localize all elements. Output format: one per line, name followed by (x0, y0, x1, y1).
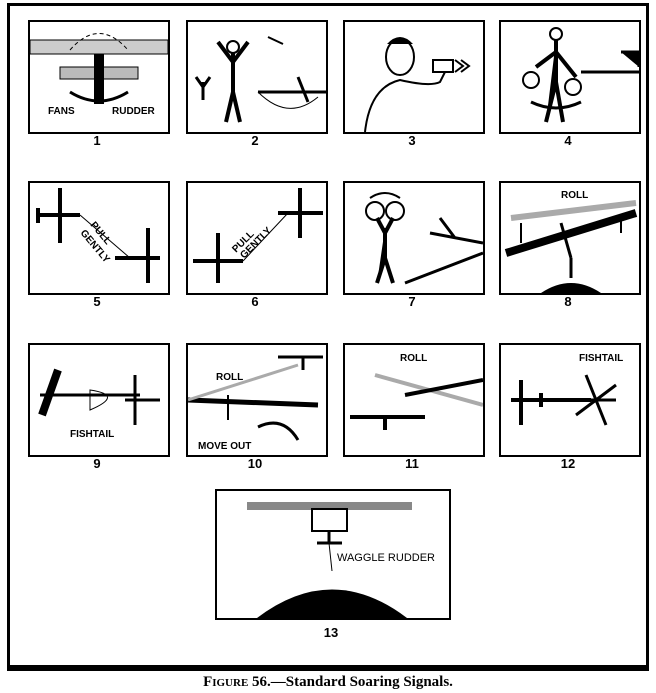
svg-text:FISHTAIL: FISHTAIL (579, 353, 623, 364)
person-rolling-signal (522, 27, 639, 123)
panel-9: FISHTAIL (28, 343, 170, 457)
panel-number: 11 (405, 456, 419, 471)
panel-5: PULL GENTLY (28, 181, 170, 295)
panel-number: 5 (93, 294, 101, 309)
panel-number: 3 (408, 133, 416, 148)
caption-title: —Standard Soaring Signals. (270, 674, 453, 690)
svg-text:FISHTAIL: FISHTAIL (70, 429, 114, 440)
roll-move-out-illustration: ROLL MOVE OUT (188, 355, 323, 452)
panel-number: 7 (408, 294, 416, 309)
signalman-arms-raised (194, 36, 326, 123)
panel-2 (186, 20, 328, 134)
panel-number: 8 (564, 294, 572, 309)
panel-8: ROLL (499, 181, 641, 295)
panel-number: 4 (564, 133, 572, 148)
panel-12: FISHTAIL (499, 343, 641, 457)
panel-6: PULL GENTLY (186, 181, 328, 295)
panel-1: FANS RUDDER (28, 20, 170, 134)
glider-roll-illustration: ROLL (504, 190, 638, 293)
fans-rudder-illustration: FANS RUDDER (30, 33, 168, 117)
svg-text:MOVE OUT: MOVE OUT (198, 441, 251, 452)
panel-number: 12 (560, 456, 576, 471)
svg-text:WAGGLE RUDDER: WAGGLE RUDDER (337, 552, 435, 564)
roll-illustration: ROLL (350, 353, 483, 430)
svg-text:RUDDER: RUDDER (112, 106, 156, 117)
panel-7 (343, 181, 485, 295)
person-circle-signal (365, 192, 483, 285)
pull-gently-illustration: PULL GENTLY (36, 188, 160, 283)
panel-11: ROLL (343, 343, 485, 457)
caption-prefix: Figure (203, 674, 249, 690)
fishtail-illustration: FISHTAIL (511, 353, 623, 426)
panel-10: ROLL MOVE OUT (186, 343, 328, 457)
panel-3 (343, 20, 485, 134)
panel-number: 2 (251, 133, 259, 148)
panel-13: WAGGLE RUDDER (215, 489, 451, 620)
panel-number: 13 (323, 625, 339, 640)
panel-number: 1 (93, 133, 101, 148)
panel-number: 9 (93, 456, 101, 471)
figure-caption: Figure 56.—Standard Soaring Signals. (0, 674, 656, 691)
svg-text:ROLL: ROLL (216, 372, 243, 383)
svg-text:ROLL: ROLL (400, 353, 427, 364)
waggle-rudder-illustration: WAGGLE RUDDER (247, 502, 435, 618)
svg-text:FANS: FANS (48, 106, 75, 117)
svg-text:ROLL: ROLL (561, 190, 588, 201)
figure-frame (7, 3, 649, 671)
pull-gently-illustration: PULL GENTLY (193, 188, 323, 283)
caption-number: 56. (252, 674, 271, 690)
person-thumb-signal (364, 37, 471, 132)
panel-number: 6 (251, 294, 259, 309)
fishtail-illustration: FISHTAIL (38, 368, 160, 440)
panel-number: 10 (247, 456, 263, 471)
panel-4 (499, 20, 641, 134)
